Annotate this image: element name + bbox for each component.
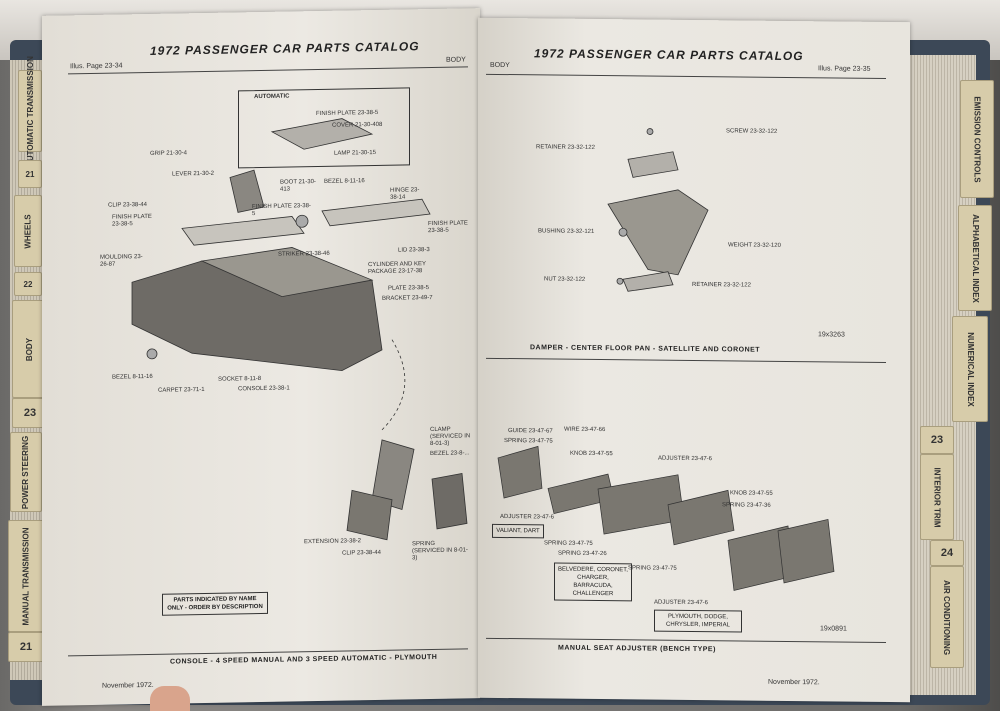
tab-air-conditioning[interactable]: AIR CONDITIONING — [930, 566, 964, 668]
tab-numerical-index[interactable]: NUMERICAL INDEX — [952, 316, 988, 422]
part-label: SPRING 23-47-75 — [544, 540, 593, 547]
tab-wheels[interactable]: WHEELS — [14, 195, 42, 267]
part-label: BOOT 21-30-413 — [280, 179, 316, 193]
part-label: RETAINER 23-32-122 — [692, 281, 751, 289]
part-label: SPRING 23-47-75 — [628, 565, 677, 572]
part-label: LID 23-38-3 — [398, 247, 430, 254]
right-page-date: November 1972. — [768, 678, 820, 687]
part-label: STRIKER 23-38-46 — [278, 250, 330, 258]
part-label: GUIDE 23-47-67 — [508, 428, 553, 435]
part-label: SPRING 23-47-36 — [722, 502, 771, 509]
part-label: FINISH PLATE 23-38-5 — [428, 220, 468, 235]
part-label: FINISH PLATE 23-38-5 — [252, 203, 311, 218]
part-label: WIRE 23-47-66 — [564, 426, 606, 434]
part-label: KNOB 23-47-55 — [730, 490, 773, 497]
part-label: CONSOLE 23-38-1 — [238, 385, 290, 393]
part-label: ADJUSTER 23-47-6 — [500, 513, 555, 521]
part-label: WEIGHT 23-32-120 — [728, 242, 781, 249]
tab-emission-controls[interactable]: EMISSION CONTROLS — [960, 80, 994, 198]
part-label: CLIP 23-38-44 — [108, 201, 147, 209]
part-label: SCREW 23-32-122 — [726, 128, 778, 135]
part-label: ADJUSTER 23-47-6 — [658, 455, 713, 463]
left-page-date: November 1972. — [102, 681, 154, 690]
valiant-dart-box: VALIANT, DART — [492, 523, 544, 539]
console-exploded-diagram — [131, 118, 468, 541]
part-label: BRACKET 23-49-7 — [382, 295, 433, 302]
part-label: CARPET 23-71-1 — [158, 386, 205, 394]
damper-diagram — [497, 128, 835, 591]
part-label: NUT 23-32-122 — [544, 276, 586, 283]
part-label: SPRING (SERVICED IN 8-01-3) — [412, 540, 468, 562]
part-label: KNOB 23-47-55 — [570, 450, 613, 458]
part-label: HINGE 23-38-14 — [390, 187, 420, 201]
part-label: CLAMP (SERVICED IN 8-01-3) — [430, 426, 471, 448]
tab-23-right[interactable]: 23 — [920, 426, 954, 454]
left-catalog-page: Illus. Page 23-34 1972 PASSENGER CAR PAR… — [42, 8, 480, 706]
tab-21-bottom[interactable]: 21 — [8, 632, 44, 662]
tab-24[interactable]: 24 — [930, 540, 964, 566]
right-catalog-page: BODY 1972 PASSENGER CAR PARTS CATALOG Il… — [478, 17, 910, 703]
part-label: FINISH PLATE 23-38-5 — [112, 213, 152, 228]
part-label: FINISH PLATE 23-38-5 — [316, 109, 379, 118]
tab-interior-trim[interactable]: INTERIOR TRIM — [920, 454, 954, 540]
part-label: LAMP 21-30-15 — [334, 149, 376, 157]
tab-22[interactable]: 22 — [14, 272, 42, 296]
bottom-figure-number: 19x0891 — [820, 625, 847, 633]
parts-note-box: PARTS INDICATED BY NAME ONLY - ORDER BY … — [162, 591, 268, 616]
part-label: BEZEL 23-8-... — [430, 450, 470, 458]
part-label: CLIP 23-38-44 — [342, 549, 381, 557]
tab-alphabetical-index[interactable]: ALPHABETICAL INDEX — [958, 205, 992, 311]
part-label: ADJUSTER 23-47-6 — [654, 599, 709, 607]
part-label: LEVER 21-30-2 — [172, 170, 215, 178]
part-label: CYLINDER AND KEY PACKAGE 23-17-38 — [368, 261, 426, 276]
tab-automatic-transmission[interactable]: AUTOMATIC TRANSMISSION — [18, 56, 42, 166]
part-label: COVER 21-30-408 — [332, 121, 383, 129]
part-label: SPRING 23-47-75 — [504, 438, 553, 445]
top-figure-number: 19x3263 — [818, 331, 845, 339]
hand-holding-book — [150, 686, 190, 711]
part-label: SOCKET 8-11-8 — [218, 375, 262, 383]
part-label: EXTENSION 23-38-2 — [304, 538, 362, 546]
part-label: RETAINER 23-32-122 — [536, 144, 595, 151]
tab-21[interactable]: 21 — [18, 160, 42, 188]
part-label: BEZEL 8-11-16 — [324, 178, 365, 185]
tab-power-steering[interactable]: POWER STEERING — [10, 432, 42, 512]
part-label: PLATE 23-38-5 — [388, 285, 429, 292]
belvedere-box: BELVEDERE, CORONET, CHARGER, BARRACUDA, … — [554, 562, 632, 602]
part-label: GRIP 21-30-4 — [150, 150, 187, 157]
plymouth-box: PLYMOUTH, DODGE, CHRYSLER, IMPERIAL — [654, 609, 742, 633]
part-label: BEZEL 8-11-16 — [112, 373, 153, 381]
part-label: BUSHING 23-32-121 — [538, 228, 595, 235]
tab-manual-transmission[interactable]: MANUAL TRANSMISSION — [8, 520, 44, 632]
part-label: MOULDING 23-26-87 — [100, 254, 143, 268]
part-label: SPRING 23-47-26 — [558, 550, 607, 558]
